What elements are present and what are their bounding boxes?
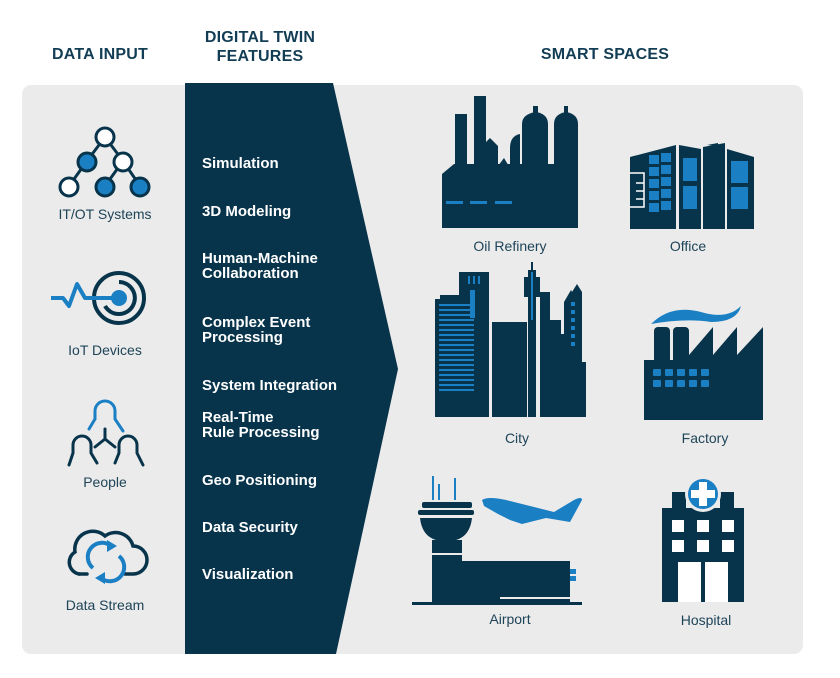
iot-signal-icon bbox=[51, 271, 146, 325]
feature-label: Data Security bbox=[202, 519, 298, 536]
feature-label: Real-Time bbox=[202, 409, 274, 426]
input-label: People bbox=[83, 474, 127, 490]
airport-icon bbox=[412, 476, 582, 605]
data-input-people: People bbox=[35, 393, 175, 490]
space-label: Airport bbox=[489, 611, 531, 627]
feature-3d-modeling: 3D Modeling bbox=[202, 204, 291, 219]
feature-label: 3D Modeling bbox=[202, 203, 292, 220]
features-header-line2: FEATURES bbox=[216, 48, 304, 65]
space-label: Hospital bbox=[680, 612, 732, 628]
city-skyline-icon bbox=[435, 262, 586, 417]
feature-label: Geo Positioning bbox=[202, 472, 317, 489]
data-input-iot-devices: IoT Devices bbox=[35, 270, 175, 358]
data-input-it-ot-systems: IT/OT Systems bbox=[35, 125, 175, 222]
feature-label-line2: Collaboration bbox=[202, 265, 299, 282]
feature-data-security: Data Security bbox=[202, 520, 298, 535]
feature-label: System Integration bbox=[202, 377, 338, 394]
network-tree-icon bbox=[58, 126, 151, 198]
feature-label: Human-Machine bbox=[202, 250, 318, 267]
data-input-data-stream: Data Stream bbox=[35, 522, 175, 613]
space-label: Factory bbox=[681, 430, 729, 446]
oil-refinery-icon bbox=[442, 96, 578, 228]
cloud-sync-icon bbox=[67, 529, 149, 584]
features-header: DIGITAL TWIN FEATURES bbox=[185, 28, 335, 66]
space-label: Oil Refinery bbox=[473, 238, 547, 254]
input-label: IT/OT Systems bbox=[58, 206, 152, 222]
feature-label: Visualization bbox=[202, 566, 294, 583]
features-header-line1: DIGITAL TWIN bbox=[204, 29, 316, 46]
feature-label: Simulation bbox=[202, 155, 279, 172]
feature-visualization: Visualization bbox=[202, 567, 293, 582]
space-label: Office bbox=[669, 238, 707, 254]
feature-label-line2: Processing bbox=[202, 329, 283, 346]
input-label: IoT Devices bbox=[68, 342, 142, 358]
space-label: City bbox=[504, 430, 530, 446]
feature-geo-positioning: Geo Positioning bbox=[202, 473, 317, 488]
input-label: Data Stream bbox=[65, 597, 145, 613]
feature-simulation: Simulation bbox=[202, 156, 279, 171]
hospital-icon bbox=[662, 476, 744, 602]
feature-system-integration: System Integration bbox=[202, 378, 337, 393]
feature-label-line2: Rule Processing bbox=[202, 424, 320, 441]
office-building-icon bbox=[630, 143, 754, 229]
data-input-header: DATA INPUT bbox=[52, 46, 148, 63]
feature-label: Complex Event bbox=[202, 314, 311, 331]
smart-spaces-header: SMART SPACES bbox=[540, 46, 670, 63]
people-network-icon bbox=[67, 399, 145, 467]
factory-icon bbox=[644, 306, 763, 420]
